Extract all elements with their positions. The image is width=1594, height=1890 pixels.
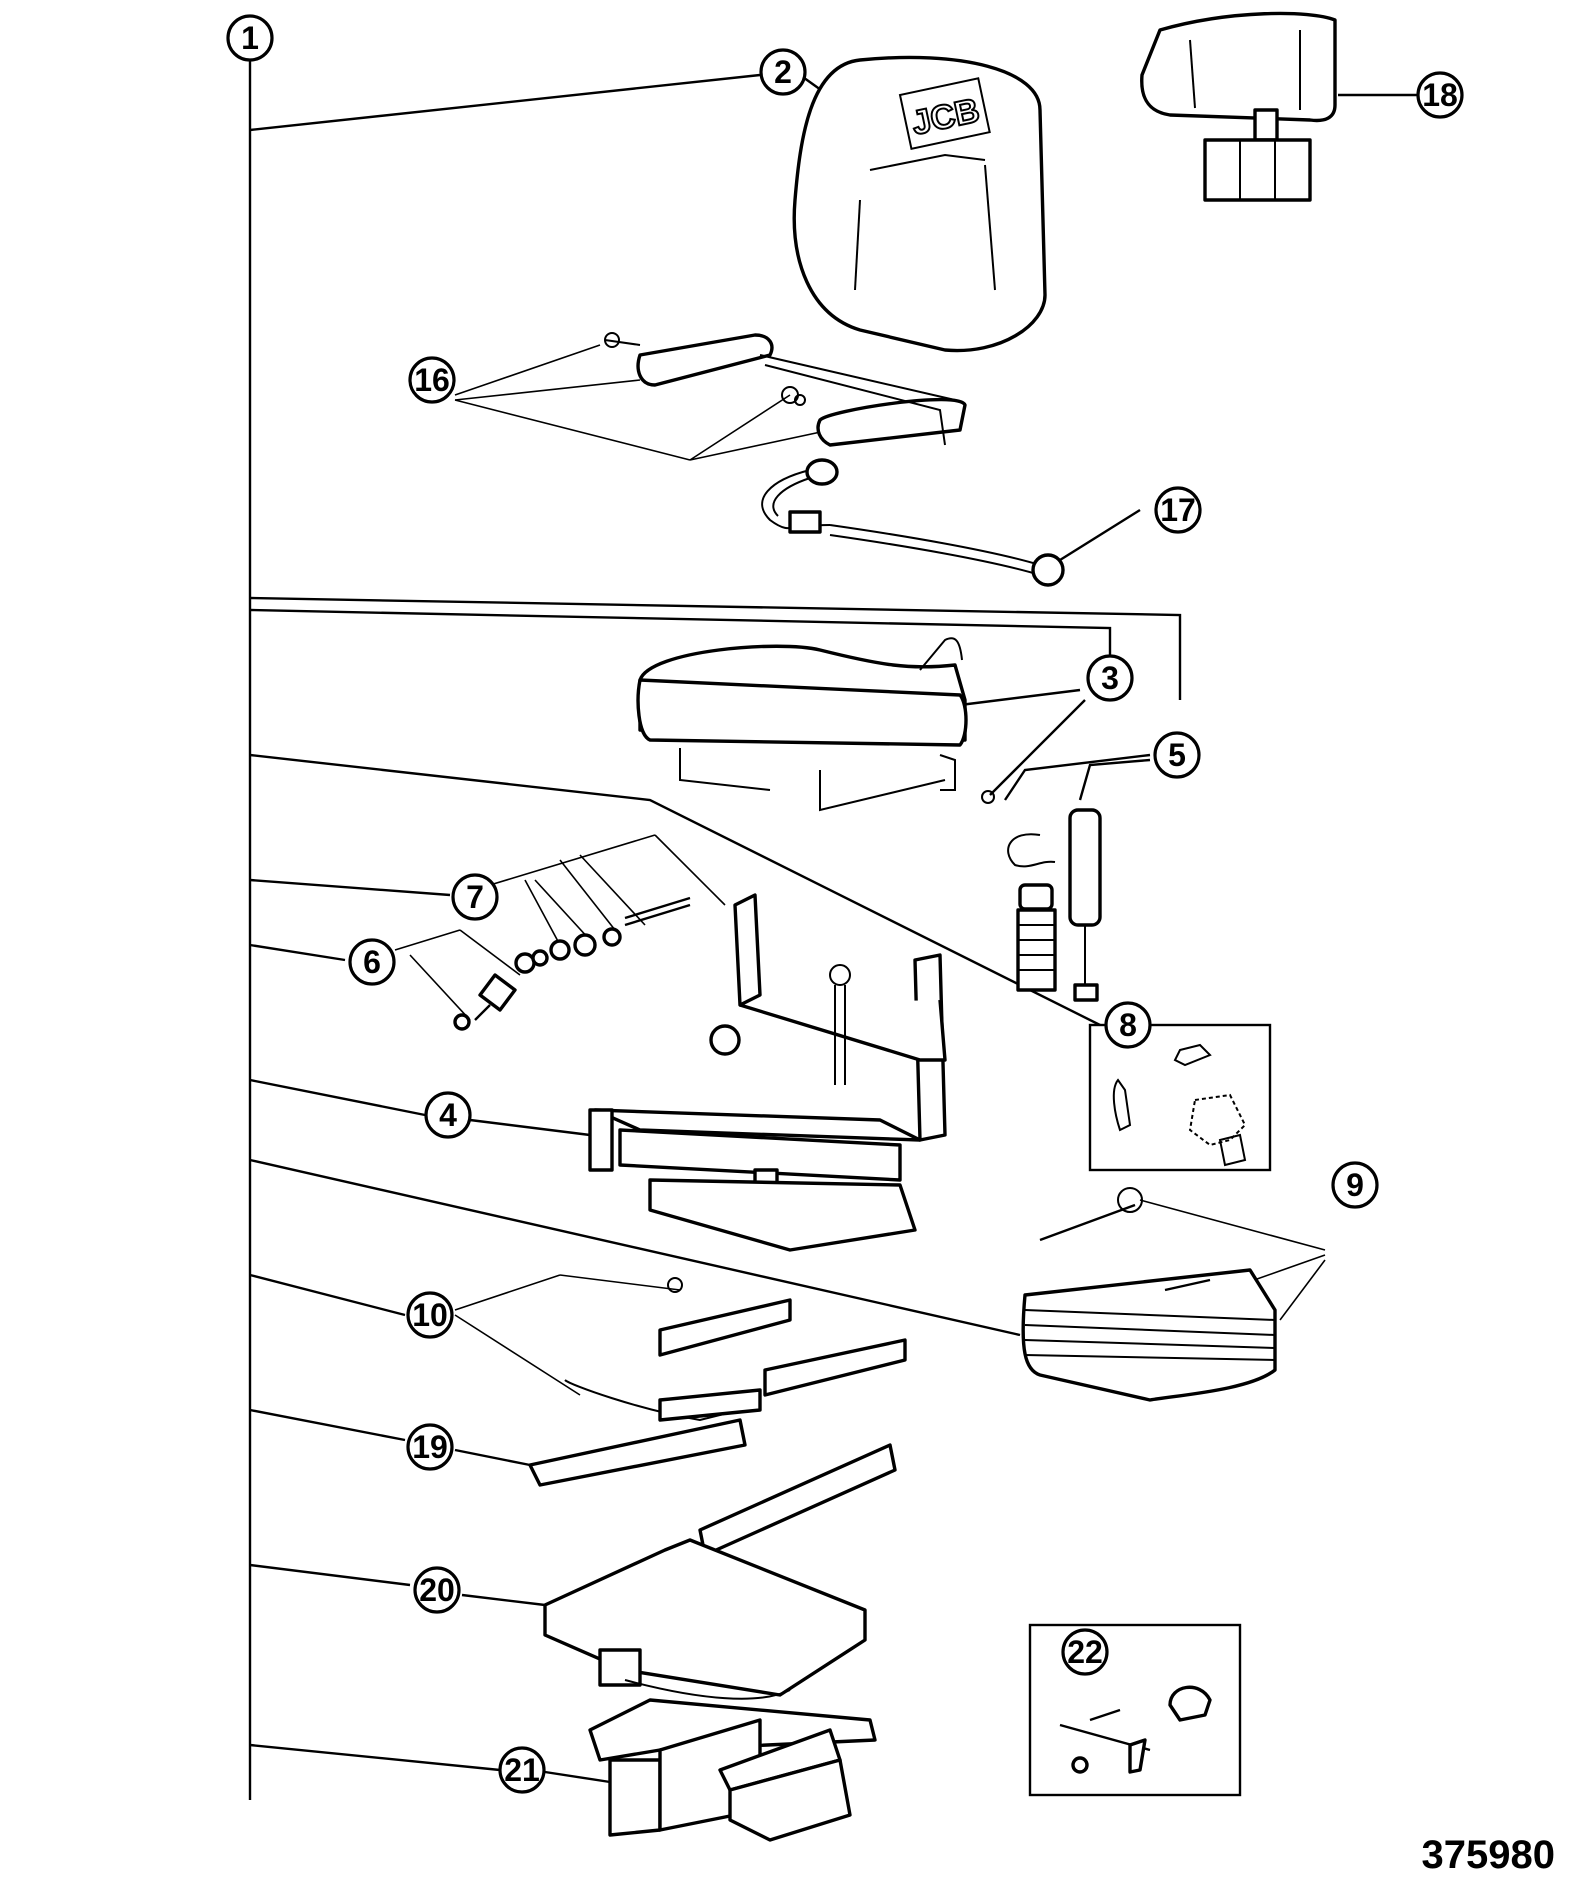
callout-6-label: 6	[363, 944, 381, 980]
callout-19: 19	[406, 1423, 454, 1471]
leader-lines	[248, 60, 1418, 1800]
callout-18-label: 18	[1422, 77, 1458, 113]
callout-16-label: 16	[414, 362, 450, 398]
seat-cushion	[636, 637, 995, 812]
figure-number: 375980	[1422, 1833, 1555, 1877]
callout-3-label: 3	[1101, 660, 1119, 696]
levers-kit-box	[1088, 1023, 1272, 1172]
callout-1: 1	[226, 14, 274, 62]
callout-4-label: 4	[439, 1097, 457, 1133]
callout-10: 10	[406, 1291, 454, 1339]
swivel-plate	[543, 1538, 867, 1700]
callout-19-label: 19	[412, 1429, 448, 1465]
callout-21: 21	[498, 1746, 546, 1794]
callout-9: 9	[1331, 1161, 1379, 1209]
callout-7-label: 7	[466, 879, 484, 915]
callout-9-label: 9	[1346, 1167, 1364, 1203]
swivel-kit-box	[1028, 1623, 1242, 1797]
callout-5: 5	[1153, 731, 1201, 779]
callout-10-label: 10	[412, 1297, 448, 1333]
callout-6: 6	[348, 938, 396, 986]
pins-and-bolts	[453, 896, 691, 1031]
callout-22-label: 22	[1067, 1634, 1103, 1670]
headrest	[1140, 11, 1337, 202]
callout-21-label: 21	[504, 1752, 540, 1788]
callout-17: 17	[1154, 486, 1202, 534]
suspension-springs	[1007, 808, 1102, 1002]
callout-1-label: 1	[241, 20, 259, 56]
base-bracket	[588, 1698, 877, 1842]
callout-8-label: 8	[1119, 1007, 1137, 1043]
callout-20-label: 20	[419, 1572, 455, 1608]
callout-7: 7	[451, 873, 499, 921]
callout-4: 4	[424, 1091, 472, 1139]
callout-8: 8	[1104, 1001, 1152, 1049]
seat-frame	[588, 893, 947, 1252]
bellows-cover	[1021, 1187, 1277, 1402]
callout-16: 16	[408, 356, 456, 404]
callout-2: 2	[759, 48, 807, 96]
callout-17-label: 17	[1160, 492, 1196, 528]
callout-2-label: 2	[774, 54, 792, 90]
callout-5-label: 5	[1168, 737, 1186, 773]
callout-22: 22	[1061, 1628, 1109, 1676]
callout-3: 3	[1086, 654, 1134, 702]
seat-belt	[761, 458, 1065, 587]
backrest: JCB	[792, 55, 1047, 353]
armrests	[604, 332, 967, 447]
callout-18: 18	[1416, 71, 1464, 119]
callout-20: 20	[413, 1566, 461, 1614]
slide-rails	[528, 1277, 907, 1557]
